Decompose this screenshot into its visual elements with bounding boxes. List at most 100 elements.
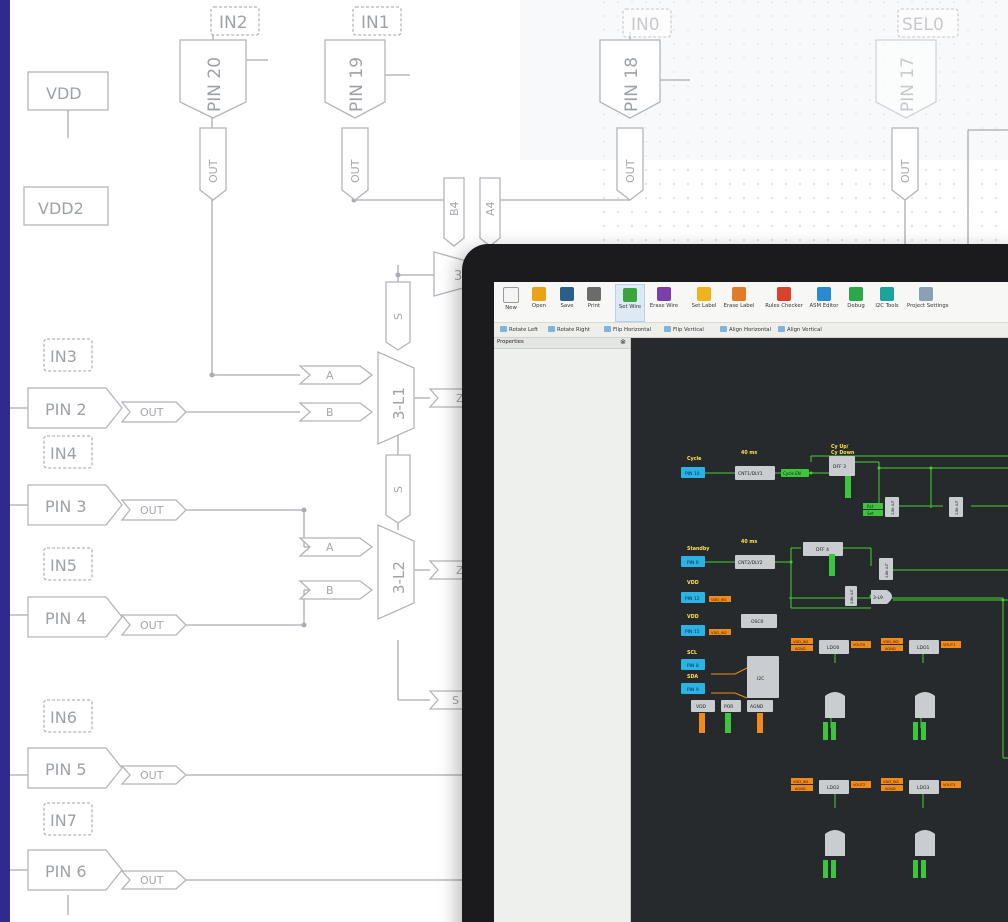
flip-horizontal-button[interactable]: Flip Horizontal: [604, 326, 651, 333]
save-button[interactable]: Save: [556, 284, 578, 320]
pin-9[interactable]: PIN 9: [681, 683, 705, 694]
rotate-left-button[interactable]: Rotate Left: [500, 326, 538, 333]
debug-icon: [849, 287, 863, 301]
tag-vdd-in2[interactable]: VDD_IN2: [709, 629, 731, 635]
bg-port-a: A: [326, 541, 334, 554]
open-button[interactable]: Open: [527, 284, 551, 320]
wire-tag: [725, 713, 731, 733]
tag-cycle-en[interactable]: Cycle EN: [781, 469, 809, 477]
bg-port-b: B: [326, 584, 334, 597]
circuit-diagram[interactable]: Cycle Standby 40 ms 40 ms Cy Up/ Cy Down…: [631, 338, 1008, 922]
block-ldo1[interactable]: LDO1: [909, 640, 939, 654]
block-ldo0[interactable]: LDO0: [819, 640, 849, 654]
svg-text:VDD: VDD: [696, 704, 707, 710]
block-por[interactable]: POR: [721, 700, 741, 712]
svg-text:DFF 3: DFF 3: [833, 464, 846, 470]
tag-rst[interactable]: Rst: [863, 503, 883, 509]
svg-text:PIN 6: PIN 6: [687, 560, 699, 566]
block-cnt2[interactable]: CNT2/DLY2: [735, 555, 775, 569]
svg-text:3-Bit LUT: 3-Bit LUT: [891, 499, 895, 515]
block-vdd[interactable]: VDD: [691, 700, 715, 712]
block-ldo3[interactable]: LDO3: [909, 780, 939, 794]
erase-label-button[interactable]: Erase Label: [723, 284, 755, 320]
erase-label-icon: [732, 287, 746, 301]
ladybug-icon: [777, 287, 791, 301]
asm-editor-button[interactable]: ASM Editor: [808, 284, 840, 320]
tag-vdd-in3[interactable]: VDD_IN1: [791, 638, 813, 644]
tag-vout3[interactable]: VOUT3: [941, 781, 961, 788]
design-canvas[interactable]: Cycle Standby 40 ms 40 ms Cy Up/ Cy Down…: [631, 338, 1008, 922]
tag-agnd-2[interactable]: AGND: [881, 645, 903, 651]
pin-15[interactable]: PIN 15: [681, 625, 705, 636]
rotate-left-icon: [500, 326, 507, 332]
block-lut-a[interactable]: 3-Bit LUT: [885, 497, 899, 517]
svg-text:PIN 10: PIN 10: [685, 471, 700, 477]
block-i2c[interactable]: I2C: [747, 656, 779, 698]
set-label-button[interactable]: Set Label: [690, 284, 718, 320]
print-button[interactable]: Print: [583, 284, 605, 320]
block-lut-d[interactable]: 3-Bit LUT: [845, 586, 857, 606]
pin-6[interactable]: PIN 6: [681, 556, 705, 567]
tag-vdd-in4[interactable]: VDD_IN2: [881, 638, 903, 644]
bg-port-s: S: [392, 313, 405, 320]
svg-text:AGND: AGND: [885, 647, 896, 651]
or-gates: [825, 692, 935, 856]
align-horizontal-icon: [720, 326, 727, 332]
flip-vertical-button[interactable]: Flip Vertical: [664, 326, 704, 333]
i2c-tools-button[interactable]: I2C Tools: [872, 284, 902, 320]
properties-title: Properties: [497, 339, 524, 345]
tag-agnd-3[interactable]: AGND: [791, 785, 813, 791]
pin-12[interactable]: PIN 12: [681, 592, 705, 603]
close-icon[interactable]: ⊗: [620, 338, 626, 346]
bg-port-a4: A4: [484, 201, 497, 216]
block-cnt1[interactable]: CNT1/DLY1: [735, 466, 775, 480]
wire-tag: [757, 713, 763, 733]
tag-vout0[interactable]: VOUT0: [851, 641, 871, 648]
svg-text:VDD_IN1: VDD_IN1: [793, 640, 809, 644]
svg-text:PIN 9: PIN 9: [687, 687, 699, 693]
block-dff3[interactable]: DFF 3: [829, 456, 855, 476]
svg-text:AGND: AGND: [750, 704, 764, 710]
svg-text:VDD_IN2: VDD_IN2: [883, 780, 899, 784]
pin-8[interactable]: PIN 8: [681, 659, 705, 670]
svg-text:3-Bit LUT: 3-Bit LUT: [955, 499, 959, 515]
rules-checker-button[interactable]: Rules Checker: [765, 284, 803, 320]
svg-text:VOUT1: VOUT1: [943, 643, 955, 647]
ribbon-button-label: New: [505, 305, 517, 311]
ribbon-button-label: Set Wire: [618, 304, 642, 310]
debug-button[interactable]: Debug: [845, 284, 867, 320]
block-lut-c[interactable]: 3-Bit LUT: [879, 558, 893, 580]
tag-vout1[interactable]: VOUT1: [941, 641, 961, 648]
bg-port-s: S: [452, 694, 459, 707]
tag-vdd-in6[interactable]: VDD_IN2: [881, 778, 903, 784]
label-ms-1: 40 ms: [741, 450, 757, 456]
svg-text:AGND: AGND: [885, 787, 896, 791]
block-lut-3-l9[interactable]: 3-L9: [871, 590, 892, 604]
tag-vout2[interactable]: VOUT2: [851, 781, 871, 788]
ribbon-button-label: Rules Checker: [765, 303, 803, 309]
block-osc[interactable]: OSC0: [741, 614, 777, 628]
bg-in7-label: IN7: [50, 811, 77, 830]
toolbar-button-label: Align Horizontal: [729, 327, 772, 333]
rotate-right-button[interactable]: Rotate Right: [548, 326, 590, 333]
block-lut-b[interactable]: 3-Bit LUT: [949, 497, 963, 517]
block-dff4[interactable]: DFF 4: [803, 542, 843, 556]
tag-set[interactable]: Set: [863, 510, 883, 516]
tag-vdd-in1[interactable]: VDD_IN1: [709, 596, 731, 602]
svg-text:LDO0: LDO0: [827, 645, 840, 651]
tag-vdd-in5[interactable]: VDD_IN1: [791, 778, 813, 784]
set-wire-button[interactable]: Set Wire: [615, 284, 645, 322]
project-settings-button[interactable]: Project Settings: [907, 284, 949, 320]
pin-10[interactable]: PIN 10: [681, 467, 705, 478]
label-sda: SDA: [687, 674, 698, 680]
toolbar-button-label: Rotate Right: [557, 327, 590, 333]
tag-agnd-4[interactable]: AGND: [881, 785, 903, 791]
erase-wire-button[interactable]: Erase Wire: [648, 284, 680, 320]
align-vertical-button[interactable]: Align Vertical: [778, 326, 822, 333]
new-button[interactable]: New: [500, 284, 522, 320]
block-agnd[interactable]: AGND: [747, 700, 773, 712]
bg-in3-label: IN3: [50, 347, 77, 366]
block-ldo2[interactable]: LDO2: [819, 780, 849, 794]
align-horizontal-button[interactable]: Align Horizontal: [720, 326, 771, 333]
tag-agnd-1[interactable]: AGND: [791, 645, 813, 651]
